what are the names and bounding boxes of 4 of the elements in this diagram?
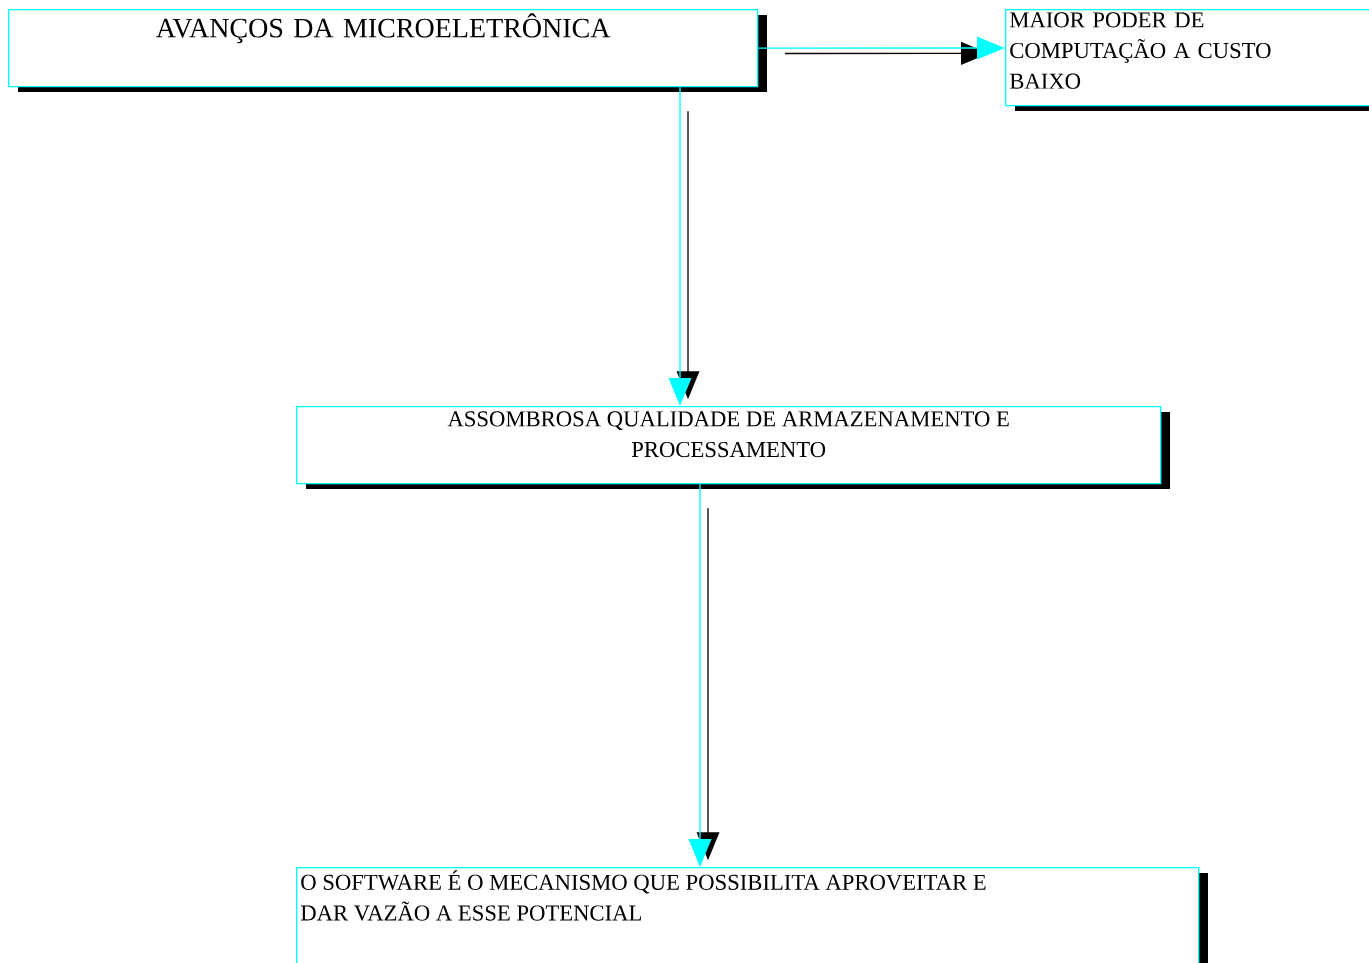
process-box: O SOFTWARE É O MECANISMO QUE POSSIBILITA APROVEITAR E DAR VAZÃO A ESSE POTENCIAL — [296, 867, 1208, 963]
process-box: MAIOR PODER DE COMPUTAÇÃO A CUSTO BAIXO — [1005, 9, 1369, 111]
process-box: AVANÇOS DA MICROELETRÔNICA — [8, 9, 767, 92]
process-box: ASSOMBROSA QUALIDADE DE ARMAZENAMENTO E PROCESSAMENTO — [296, 406, 1170, 489]
